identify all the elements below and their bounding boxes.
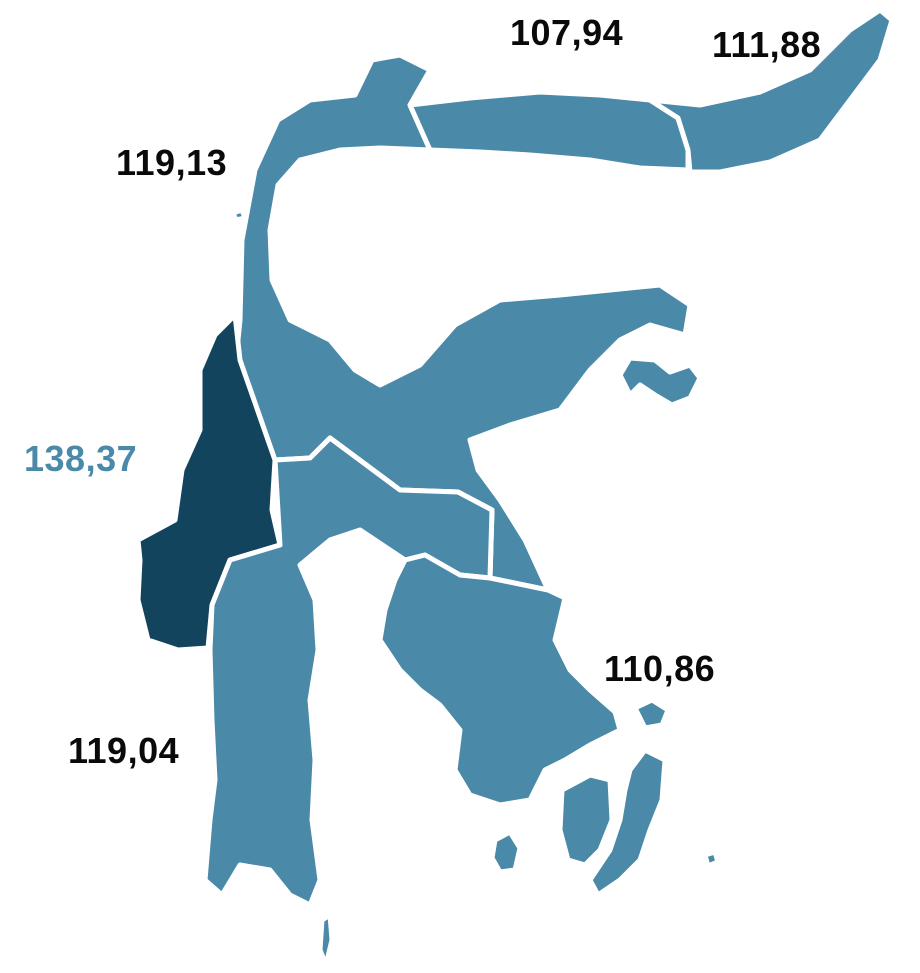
region-island-wawonii[interactable] — [632, 697, 671, 731]
value-label-sulawesi-tenggara: 110,86 — [604, 648, 716, 689]
value-label-sulawesi-tengah: 119,13 — [116, 142, 228, 183]
region-island-small-2[interactable] — [230, 207, 248, 223]
value-label-sulawesi-utara: 111,88 — [712, 24, 822, 65]
value-label-gorontalo: 107,94 — [510, 12, 624, 53]
region-island-muna[interactable] — [557, 772, 615, 868]
region-island-selayar[interactable] — [317, 912, 335, 968]
region-island-buton[interactable] — [587, 747, 668, 898]
region-island-banggai[interactable] — [617, 355, 703, 408]
region-island-small-1[interactable] — [702, 849, 721, 869]
region-gorontalo[interactable] — [407, 89, 691, 173]
value-label-sulawesi-barat: 138,37 — [24, 438, 138, 479]
region-sulawesi-tengah[interactable] — [232, 52, 693, 593]
region-sulawesi-barat[interactable] — [135, 312, 283, 653]
region-island-kabaena[interactable] — [489, 829, 523, 875]
value-label-sulawesi-selatan: 119,04 — [68, 730, 180, 771]
region-sulawesi-tenggara[interactable] — [377, 552, 623, 808]
region-sulawesi-utara[interactable] — [647, 7, 895, 175]
